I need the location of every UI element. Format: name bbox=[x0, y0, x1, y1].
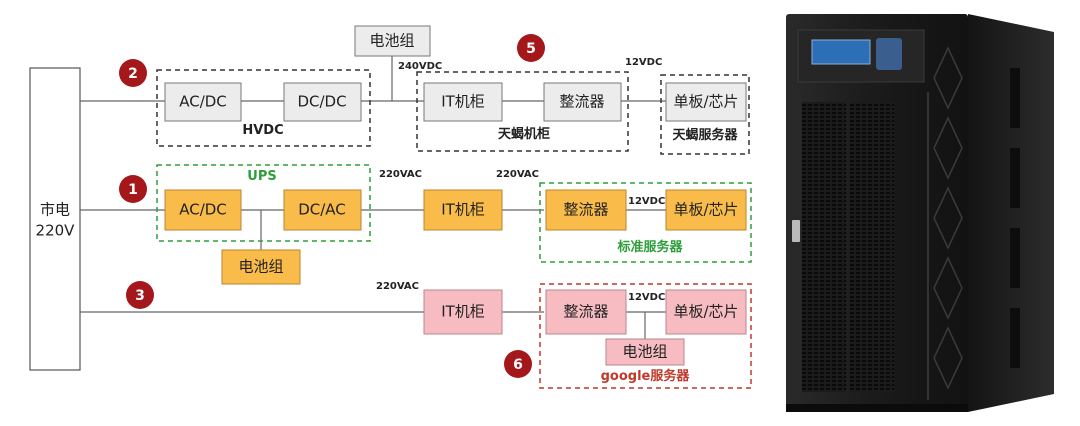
mains-label-line1: 市电 bbox=[40, 201, 70, 219]
front-vent-left bbox=[802, 102, 846, 392]
hvdc-battery-box bbox=[354, 25, 431, 57]
hvdc-board-label: 单板/芯片 bbox=[673, 93, 738, 111]
ups-dcac-label: DC/AC bbox=[298, 201, 346, 219]
standard-server-label: 标准服务器 bbox=[616, 239, 683, 255]
hvdc-badge bbox=[119, 59, 147, 87]
hvdc-dcdc-label: DC/DC bbox=[297, 93, 346, 111]
cabinet-side bbox=[968, 14, 1054, 412]
hvdc-board-box bbox=[665, 82, 747, 122]
lcd-display-icon bbox=[811, 39, 871, 65]
direct-voltage-rack: 220VAC bbox=[376, 281, 419, 292]
ups-dcac-box bbox=[283, 189, 362, 231]
ups-voltage-rack: 220VAC bbox=[379, 169, 422, 180]
direct-badge bbox=[126, 281, 154, 309]
direct-psu-box bbox=[545, 289, 627, 335]
mains-label-line2: 220V bbox=[36, 222, 76, 240]
hvdc-battery-label: 电池组 bbox=[369, 32, 414, 50]
ups-acdc-label: AC/DC bbox=[179, 201, 227, 219]
door-handle-icon bbox=[792, 220, 800, 242]
ups-it-rack-label: IT机柜 bbox=[441, 201, 485, 219]
ups-badge bbox=[119, 175, 147, 203]
ups-psu-label: 整流器 bbox=[563, 201, 608, 219]
direct-it-rack-box bbox=[423, 289, 503, 335]
tianxie-server-frame bbox=[660, 74, 750, 155]
google-server-frame bbox=[539, 283, 752, 389]
ups-it-rack-box bbox=[423, 189, 503, 231]
ups-voltage-board: 12VDC bbox=[628, 196, 665, 207]
ups-acdc-box bbox=[164, 189, 242, 231]
google-server-badge bbox=[504, 350, 532, 378]
power-architecture-diagram: 市电 220V HVDC AC/DC DC/DC 电池组 240VDC 5 天蝎… bbox=[29, 25, 752, 389]
connection-lines bbox=[80, 56, 666, 339]
ups-badge-label: 1 bbox=[128, 182, 138, 198]
hvdc-rack-badge-label: 5 bbox=[526, 41, 536, 57]
direct-board-box bbox=[665, 289, 747, 335]
ups-group-frame bbox=[156, 164, 371, 242]
hvdc-acdc-box bbox=[164, 82, 242, 122]
ups-board-box bbox=[665, 189, 747, 231]
hvdc-voltage-rack: 240VDC bbox=[398, 61, 442, 72]
hvdc-badge-label: 2 bbox=[128, 66, 138, 82]
ups-board-label: 单板/芯片 bbox=[673, 201, 738, 219]
hvdc-dcdc-box bbox=[283, 82, 362, 122]
tianxie-rack-frame bbox=[416, 71, 629, 152]
ups-cabinet-image bbox=[786, 14, 1054, 412]
mains-box bbox=[29, 67, 81, 371]
hvdc-group-label: HVDC bbox=[242, 123, 283, 138]
direct-voltage-board: 12VDC bbox=[628, 292, 665, 303]
hvdc-group-frame bbox=[156, 69, 371, 147]
tianxie-server-label: 天蝎服务器 bbox=[672, 127, 738, 143]
hvdc-psu-label: 整流器 bbox=[559, 93, 604, 111]
hvdc-psu-box bbox=[543, 82, 622, 122]
direct-psu-label: 整流器 bbox=[563, 303, 608, 321]
ups-battery-box bbox=[221, 249, 301, 285]
google-server-label: google服务器 bbox=[601, 368, 691, 384]
standard-server-frame bbox=[539, 182, 752, 263]
hvdc-it-rack-box bbox=[423, 82, 503, 122]
direct-battery-box bbox=[605, 338, 685, 366]
hvdc-rack-badge bbox=[517, 34, 545, 62]
ups-voltage-server: 220VAC bbox=[496, 169, 539, 180]
side-vents bbox=[1010, 68, 1020, 368]
direct-battery-label: 电池组 bbox=[622, 343, 667, 361]
direct-it-rack-label: IT机柜 bbox=[441, 303, 485, 321]
google-server-badge-label: 6 bbox=[513, 357, 523, 373]
hvdc-acdc-label: AC/DC bbox=[179, 93, 227, 111]
direct-badge-label: 3 bbox=[135, 288, 145, 304]
ups-battery-label: 电池组 bbox=[238, 258, 283, 276]
direct-board-label: 单板/芯片 bbox=[673, 303, 738, 321]
ups-group-label: UPS bbox=[247, 169, 276, 184]
diamond-pattern bbox=[933, 46, 963, 390]
ups-psu-box bbox=[545, 189, 627, 231]
hvdc-voltage-board: 12VDC bbox=[625, 57, 662, 68]
front-vent-right bbox=[850, 102, 894, 392]
tianxie-rack-label: 天蝎机柜 bbox=[498, 126, 550, 142]
hvdc-it-rack-label: IT机柜 bbox=[441, 93, 485, 111]
